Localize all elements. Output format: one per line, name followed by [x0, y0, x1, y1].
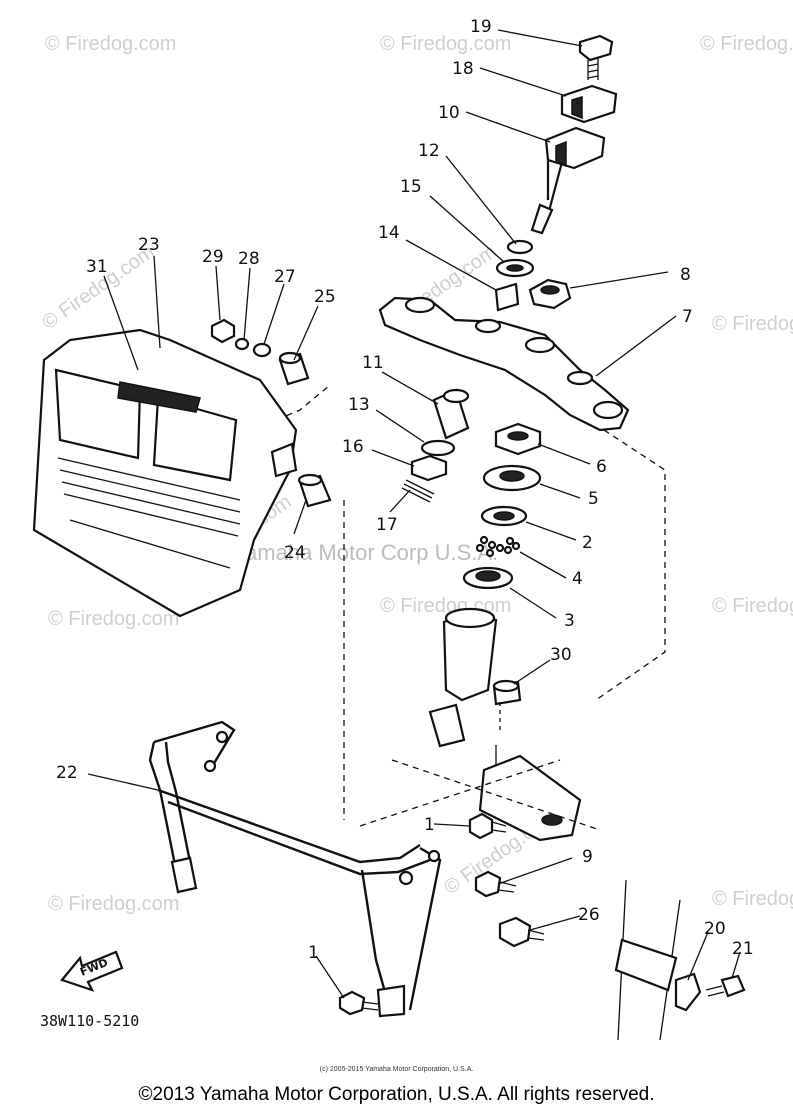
washer-13: [420, 439, 456, 457]
callout-6: 6: [596, 457, 607, 477]
callout-1: 1: [424, 815, 435, 835]
washer-15: [495, 258, 535, 278]
callout-12: 12: [418, 141, 440, 161]
steering-stem-tube: [428, 607, 498, 748]
callout-8: 8: [680, 265, 691, 285]
callout-27: 27: [274, 267, 296, 287]
callout-25: 25: [314, 287, 336, 307]
callout-2: 2: [582, 533, 593, 553]
callout-28: 28: [238, 249, 260, 269]
watermark: © Firedog.com: [712, 595, 793, 617]
clamp-18: [560, 84, 618, 124]
callout-21: 21: [732, 939, 754, 959]
front-fork: [614, 879, 681, 1041]
watermark: © Firedog.com: [712, 313, 793, 335]
bearing-race-3: [462, 566, 514, 590]
bolt-26: [498, 916, 545, 948]
washer-27: [252, 342, 272, 358]
callout-16: 16: [342, 437, 364, 457]
callout-22: 22: [56, 763, 78, 783]
callout-14: 14: [378, 223, 400, 243]
callout-26: 26: [578, 905, 600, 925]
ring-nut-6: [494, 422, 542, 456]
center-watermark: Yamaha Motor Corp U.S.A.: [232, 540, 498, 565]
bolt-1-top: [468, 812, 507, 840]
bolt-1-bottom: [338, 990, 379, 1016]
copyright-notice: ©2013 Yamaha Motor Corporation, U.S.A. A…: [138, 1084, 655, 1105]
callout-labels: 19 18 10 12 15 14 8 7 11 13 16 6 5 17 2 …: [56, 17, 754, 963]
ball-bearings-4: [475, 535, 521, 558]
collar-14: [494, 282, 520, 312]
nut-16: [410, 454, 448, 482]
callout-10: 10: [438, 103, 460, 123]
callout-17: 17: [376, 515, 398, 535]
callout-3: 3: [564, 611, 575, 631]
collar-25: [278, 351, 310, 386]
callout-23: 23: [138, 235, 160, 255]
crown-7: [378, 296, 630, 432]
callout-11: 11: [362, 353, 384, 373]
bracket-20: [674, 972, 702, 1012]
nut-8: [528, 278, 572, 310]
callout-9: 9: [582, 847, 593, 867]
bearing-race-2: [480, 505, 528, 527]
bolt-9: [474, 870, 517, 898]
callout-29: 29: [202, 247, 224, 267]
washer-28: [234, 337, 250, 351]
callout-5: 5: [588, 489, 599, 509]
grommet-24: [297, 473, 332, 508]
watermark: © Firedog.com: [45, 33, 176, 55]
headlight-cowl-23: [32, 328, 298, 618]
watermark: © Firedog.com: [380, 33, 511, 55]
watermark: © Firedog.com: [700, 33, 793, 55]
callout-13: 13: [348, 395, 370, 415]
screw-21: [705, 974, 746, 998]
diagram-code: 38W110-5210: [40, 1012, 139, 1030]
watermark: © Firedog.com: [48, 608, 179, 630]
callout-20: 20: [704, 919, 726, 939]
grommet-30: [492, 679, 522, 706]
callout-30: 30: [550, 645, 572, 665]
washer-12: [506, 239, 534, 255]
fwd-arrow: FWD: [60, 950, 124, 992]
callout-4: 4: [572, 569, 583, 589]
spring-17: [401, 479, 435, 503]
handle-holder-10: [530, 126, 606, 235]
callout-7: 7: [682, 307, 693, 327]
bushing-11: [432, 388, 470, 440]
parts-diagram: © Firedog.com © Firedog.com © Firedog.co…: [32, 17, 793, 1041]
leader-lines: [87, 29, 741, 999]
callout-1: 1: [308, 943, 319, 963]
lower-bracket: [478, 745, 582, 842]
callout-19: 19: [470, 17, 492, 37]
callout-24: 24: [284, 543, 306, 563]
callout-18: 18: [452, 59, 474, 79]
callout-15: 15: [400, 177, 422, 197]
watermark: © Firedog.com: [712, 888, 793, 910]
bolt-19: [578, 34, 614, 80]
headlight-stay-22: [148, 720, 442, 1018]
callout-31: 31: [86, 257, 108, 277]
small-credit: (c) 2005-2015 Yamaha Motor Corporation, …: [319, 1066, 474, 1073]
nut-29: [210, 318, 236, 344]
cover-5: [482, 464, 542, 492]
watermark: © Firedog.com: [48, 893, 179, 915]
